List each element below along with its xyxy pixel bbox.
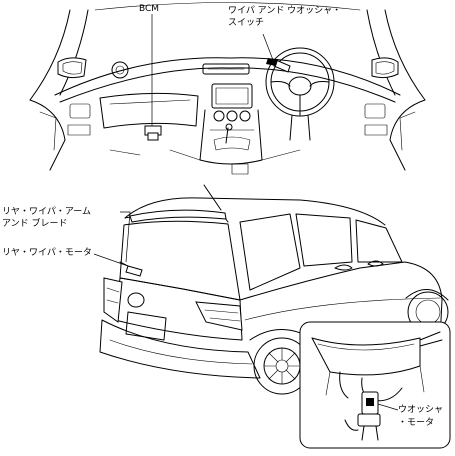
leader-lines <box>93 14 399 411</box>
washer-motor-inset <box>299 321 451 449</box>
washer-motor-label-line2: ・モータ <box>398 418 435 428</box>
wiper-switch-label-line2: スイッチ <box>228 18 265 28</box>
dashboard-drawing <box>29 2 426 175</box>
rear-wiper-motor-label: リヤ・ワイパ・モータ <box>2 248 92 258</box>
bcm-label: BCM <box>139 4 160 14</box>
rear-wiper-arm-label-line1: リヤ・ワイパ・アーム <box>2 207 92 217</box>
wiper-switch-label-line1: ワイパ アンド ウオッシャ・ <box>228 6 342 16</box>
washer-motor-label-line1: ウオッシャ <box>398 405 444 415</box>
rear-wiper-arm-label-line2: アンド ブレード <box>2 219 68 229</box>
